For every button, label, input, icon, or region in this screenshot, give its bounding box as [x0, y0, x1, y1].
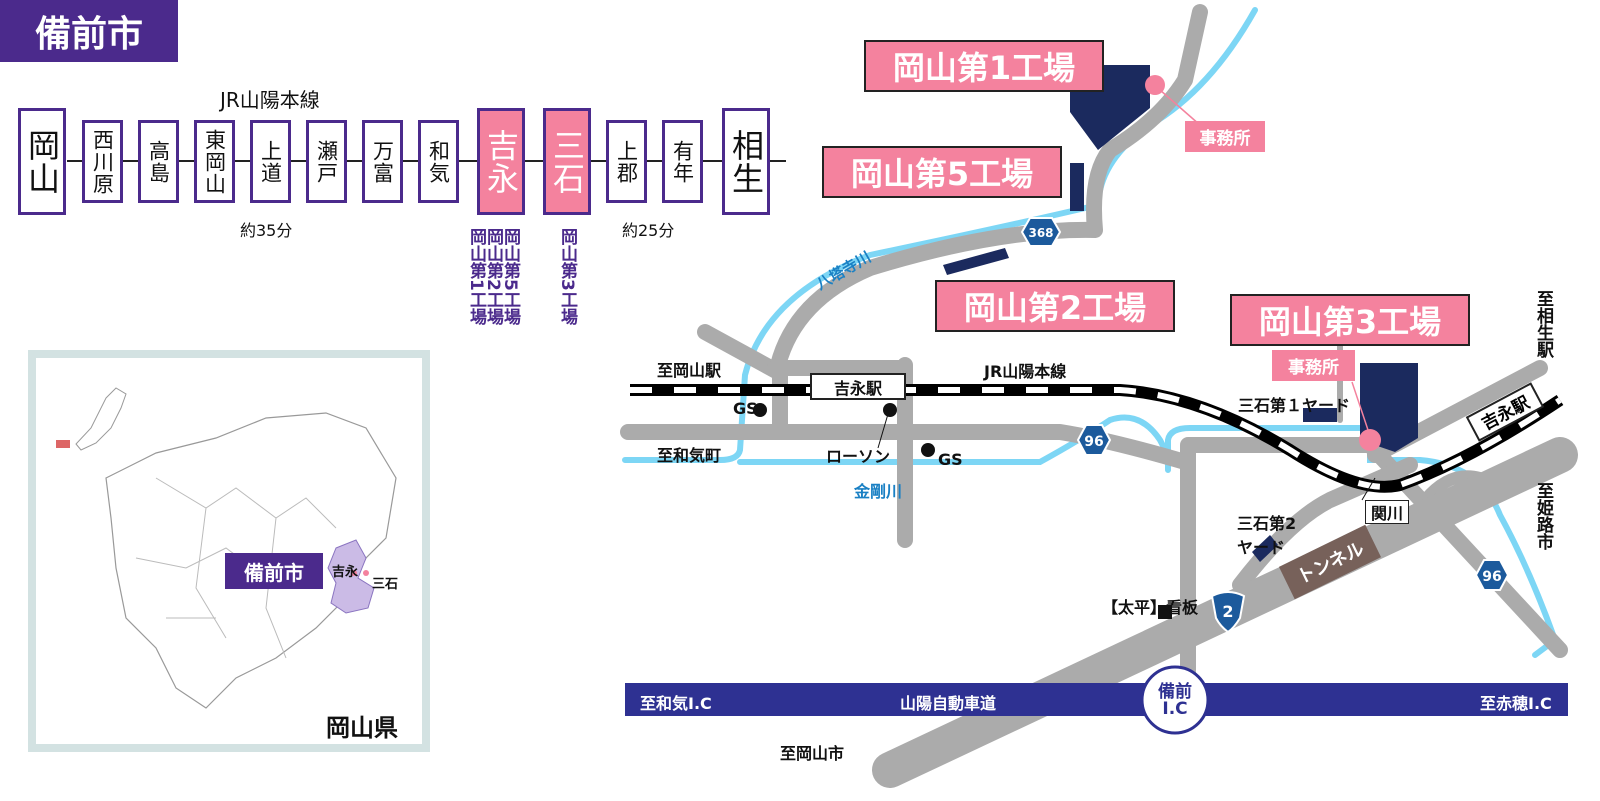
to-aioi-station: 至相生駅: [1533, 290, 1553, 358]
station-0: 岡山: [18, 108, 66, 215]
route-368-road: [770, 4, 1208, 373]
station-6: 万富: [362, 120, 403, 203]
municipal-borders: [135, 477, 337, 659]
factory-5-block: [1070, 163, 1084, 211]
station-8: 吉永: [477, 108, 525, 215]
route-368-number: 368: [1028, 226, 1053, 240]
right-station-box: [1465, 382, 1545, 442]
mitsuishi-dot: [363, 570, 369, 576]
lawson-label: ローソン: [826, 447, 891, 466]
expressway-to-wake-ic: 至和気I.C: [640, 694, 712, 713]
expressway-name: 山陽自動車道: [900, 694, 997, 713]
railway-track: [630, 384, 1564, 493]
factory-2-block: [943, 248, 1009, 275]
city-title: 備前市: [0, 0, 178, 62]
tunnel-label: トンネル: [1278, 524, 1382, 600]
to-okayama-city: 至岡山市: [780, 744, 845, 763]
to-himeji-city: 至姫路市: [1533, 482, 1553, 550]
station-12: 相生: [722, 108, 770, 215]
yard-2-label-line1: 三石第2: [1237, 514, 1297, 533]
route-96-number: 96: [1482, 569, 1501, 585]
bizen-area: [327, 539, 375, 614]
sekigawa-leader: [1361, 477, 1376, 501]
yoshinaga-dot: [351, 570, 357, 576]
station-3: 東岡山: [194, 120, 235, 203]
time-to-okayama: 約35分: [240, 221, 293, 240]
office-1-leader: [1159, 89, 1201, 126]
bizen-ic-marker: [1140, 665, 1210, 735]
route-96-hexagon: [1076, 424, 1112, 456]
yard-1-block: [1303, 408, 1337, 422]
expressway-band: [625, 683, 1568, 716]
factory-2-label: 岡山第2工場: [935, 280, 1175, 332]
factory-label-5: 岡山第5工場: [500, 228, 520, 325]
station-9: 三石: [543, 108, 591, 215]
to-okayama-station: 至岡山駅: [657, 361, 722, 380]
route-96-shield-west: 96: [1076, 424, 1112, 456]
connector-road: [1232, 457, 1418, 593]
okayama-mini-highlight: [56, 440, 70, 448]
japan-mini-map: [75, 387, 127, 451]
route-96-shield-east: 96: [1474, 559, 1510, 591]
railway-label: JR山陽本線: [984, 362, 1067, 381]
route-368-hexagon: [1020, 217, 1062, 247]
route-2-shape: [1210, 591, 1246, 634]
station-10: 上郡: [606, 120, 647, 203]
bizen-ic-label-1: 備前: [1158, 682, 1192, 702]
factory-blocks: [943, 65, 1418, 562]
expressway-to-ako-ic: 至赤穂I.C: [1480, 694, 1552, 713]
local-road: [1180, 437, 1378, 698]
sign-label: 【太平】看板: [1102, 598, 1199, 617]
route-2-shield: 2: [1210, 591, 1246, 634]
route-2-number: 2: [1222, 602, 1233, 621]
time-to-aioi: 約25分: [622, 221, 675, 240]
factory-label-2: 岡山第2工場: [483, 228, 503, 325]
factory-label-3: 岡山第3工場: [557, 228, 577, 325]
station-4: 上道: [250, 120, 291, 203]
tunnel-box: [1278, 524, 1382, 600]
sekigawa-label: 関川: [1365, 500, 1409, 524]
gs-2-dot: [921, 443, 935, 457]
route-96-number: 96: [1084, 434, 1103, 450]
office-1-label: 事務所: [1185, 121, 1265, 152]
yoshinaga-station-label: 吉永駅: [810, 373, 906, 400]
factory-3-block: [1360, 363, 1418, 452]
yard-2-block: [1252, 535, 1278, 562]
office-3-leader: [1351, 381, 1369, 431]
inset-city-label: 備前市: [225, 553, 323, 589]
route-96-road: [620, 424, 1193, 470]
inset-mitsuishi: 三石: [372, 577, 399, 592]
factory-label-1: 岡山第1工場: [466, 228, 486, 325]
inset-yoshinaga: 吉永: [332, 565, 359, 580]
gs-label-2: GS: [938, 450, 963, 469]
route-368-shield: 368: [1020, 217, 1062, 247]
line-name: JR山陽本線: [220, 88, 320, 112]
station-7: 和気: [418, 120, 459, 203]
station-2: 高島: [138, 120, 179, 203]
lawson-dot: [883, 403, 897, 417]
station-5: 瀬戸: [306, 120, 347, 203]
bizen-ic-label-2: I.C: [1162, 699, 1188, 719]
factory-5-label: 岡山第5工場: [822, 146, 1062, 198]
sign-marker: [1158, 605, 1172, 619]
yard-1-label: 三石第１ヤード: [1238, 396, 1351, 415]
office-3-label: 事務所: [1272, 350, 1355, 381]
gs-1-dot: [753, 403, 767, 417]
to-wake-town: 至和気町: [657, 446, 722, 465]
railway: [630, 384, 1564, 493]
route-96-hexagon: [1474, 559, 1510, 591]
station-11: 有年: [662, 120, 703, 203]
station-1: 西川原: [82, 120, 123, 203]
yard-2-label-line2: ヤード: [1237, 538, 1286, 557]
kongo-river-label: 金剛川: [854, 482, 903, 501]
inset-prefecture-label: 岡山県: [326, 714, 398, 742]
side-road: [697, 324, 786, 380]
inset-map: 備前市 吉永 三石 岡山県: [28, 350, 430, 752]
office-3-dot: [1359, 429, 1381, 451]
factory-1-label: 岡山第1工場: [864, 40, 1104, 92]
gs-label-1: GS: [733, 399, 758, 418]
factory-3-label: 岡山第3工場: [1230, 294, 1470, 346]
lawson-leader: [877, 413, 889, 449]
